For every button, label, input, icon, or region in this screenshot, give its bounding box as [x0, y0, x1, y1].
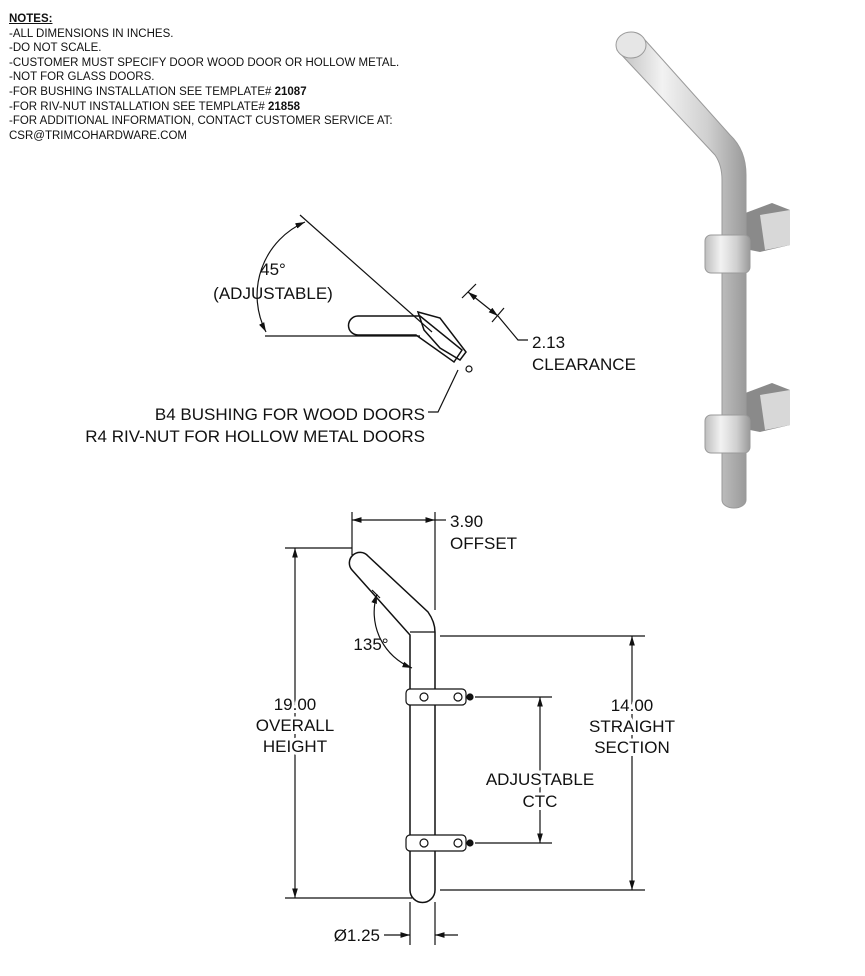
clearance-ext2 — [491, 307, 505, 323]
notes-title: NOTES: — [9, 13, 53, 25]
rivnut-template-number: 21858 — [268, 100, 300, 113]
mount-top-shape — [416, 310, 467, 361]
bracket-upper — [405, 688, 474, 706]
offset-label: OFFSET — [450, 534, 517, 553]
note-email: CSR@TRIMCOHARDWARE.COM — [9, 129, 187, 142]
note-bushing-text: -FOR BUSHING INSTALLATION SEE TEMPLATE# — [9, 85, 275, 98]
overall-label-1: OVERALL — [256, 716, 334, 735]
note-rivnut-text: -FOR RIV-NUT INSTALLATION SEE TEMPLATE# — [9, 100, 269, 113]
angle-note: (ADJUSTABLE) — [213, 284, 333, 303]
ctc-label-2: CTC — [523, 792, 558, 811]
bracket-lower — [405, 834, 474, 852]
clearance-dim — [467, 291, 499, 317]
handle-3d-render — [615, 31, 790, 509]
note-line: -ALL DIMENSIONS IN INCHES. — [9, 27, 174, 40]
offset-value: 3.90 — [450, 512, 483, 531]
straight-value: 14.00 — [611, 696, 654, 715]
side-view — [285, 512, 645, 945]
bushing-template-number: 21087 — [274, 85, 307, 98]
fastener-top — [465, 365, 473, 373]
clearance-ext1 — [461, 283, 477, 299]
ctc-label-1: ADJUSTABLE — [486, 770, 594, 789]
note-line: -DO NOT SCALE. — [9, 42, 102, 55]
bend-angle-label: 135° — [353, 635, 388, 654]
notes-block: NOTES: -ALL DIMENSIONS IN INCHES. -DO NO… — [9, 12, 399, 143]
bushing-leader — [428, 369, 459, 413]
overall-value: 19.00 — [274, 695, 317, 714]
handle-top-shape — [347, 315, 464, 364]
straight-label-2: SECTION — [594, 738, 670, 757]
angle-label: 45° — [260, 260, 286, 279]
straight-label-1: STRAIGHT — [589, 717, 675, 736]
overall-label-2: HEIGHT — [263, 737, 327, 756]
standoff-lower — [740, 383, 790, 432]
note-rivnut: -FOR RIV-NUT INSTALLATION SEE TEMPLATE# … — [9, 100, 399, 115]
note-line: -CUSTOMER MUST SPECIFY DOOR WOOD DOOR OR… — [9, 56, 400, 69]
diameter-label: Ø1.25 — [334, 926, 380, 945]
note-bushing: -FOR BUSHING INSTALLATION SEE TEMPLATE# … — [9, 85, 399, 100]
top-view — [256, 214, 528, 413]
handle-side-shape — [348, 551, 436, 904]
bushing-label: B4 BUSHING FOR WOOD DOORS — [155, 405, 425, 424]
clearance-label: CLEARANCE — [532, 355, 636, 374]
rivnut-label: R4 RIV-NUT FOR HOLLOW METAL DOORS — [85, 427, 425, 446]
note-contact: -FOR ADDITIONAL INFORMATION, CONTACT CUS… — [9, 115, 393, 128]
bend-angle-arc — [371, 593, 413, 669]
clearance-leader — [497, 315, 528, 341]
standoff-upper — [740, 203, 790, 252]
clearance-value: 2.13 — [532, 333, 565, 352]
angle-line — [299, 214, 433, 333]
note-line: -NOT FOR GLASS DOORS. — [9, 71, 155, 84]
angle-arc — [256, 221, 306, 333]
